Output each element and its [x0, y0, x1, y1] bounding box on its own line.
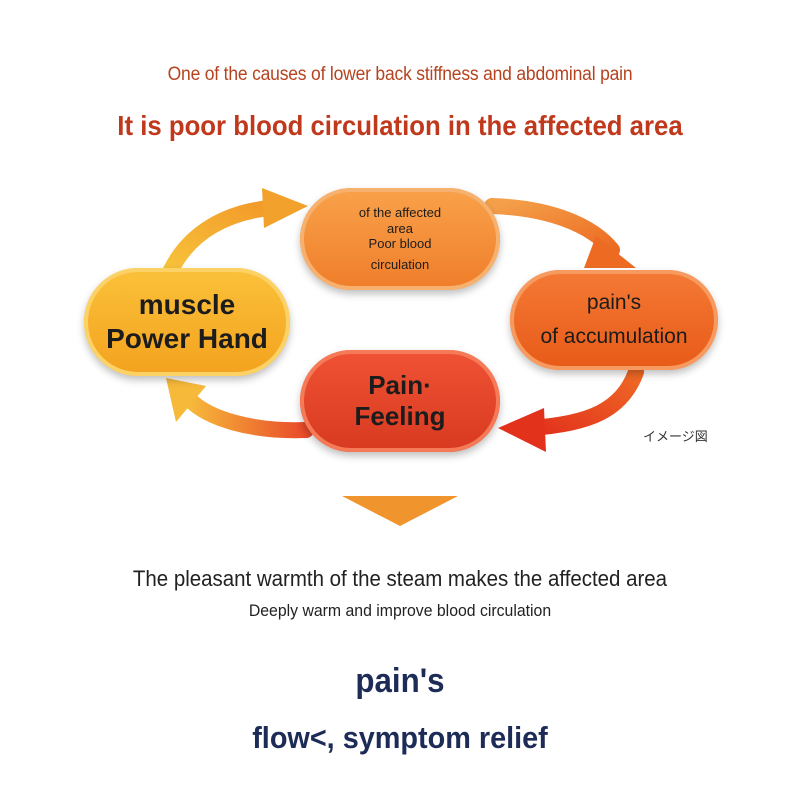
- arrowhead-left-to-top: [262, 188, 308, 228]
- arrowhead-right-to-bottom: [498, 408, 546, 452]
- circulation-text: Deeply warm and improve blood circulatio…: [248, 601, 552, 620]
- warmth-text: The pleasant warmth of the steam makes t…: [132, 566, 668, 591]
- relief-subheading: flow<, symptom relief: [252, 720, 548, 755]
- node-text: Pain·: [368, 369, 432, 400]
- arrow-top-to-right: [484, 198, 620, 258]
- node-text: area: [386, 220, 414, 236]
- node-poor-blood-circulation: of the affected area Poor blood circulat…: [300, 188, 500, 290]
- relief-heading: pain's: [355, 662, 445, 700]
- node-text: Feeling: [354, 401, 446, 431]
- node-text: of the affected: [358, 205, 442, 221]
- down-arrow-icon: [342, 496, 458, 526]
- node-text: Power Hand: [106, 323, 268, 354]
- arrow-bottom-to-left: [182, 392, 314, 439]
- node-muscle-tension: muscle Power Hand: [84, 268, 290, 376]
- node-text: pain's: [586, 291, 642, 315]
- node-text: circulation: [370, 257, 430, 273]
- arrowhead-bottom-to-left: [166, 378, 206, 422]
- node-text: of accumulation: [540, 325, 688, 348]
- image-note: イメージ図: [643, 429, 708, 444]
- arrow-right-to-bottom: [522, 364, 644, 436]
- arrow-left-to-top: [162, 200, 278, 280]
- node-text: Poor blood: [368, 236, 432, 251]
- arrowhead-top-to-right: [584, 236, 636, 268]
- node-text: muscle: [138, 289, 236, 321]
- node-pain-feeling: Pain· Feeling: [300, 350, 500, 452]
- page-title: It is poor blood circulation in the affe…: [117, 110, 683, 141]
- node-pain-accumulation: pain's of accumulation: [510, 270, 718, 370]
- subtitle: One of the causes of lower back stiffnes…: [167, 64, 633, 85]
